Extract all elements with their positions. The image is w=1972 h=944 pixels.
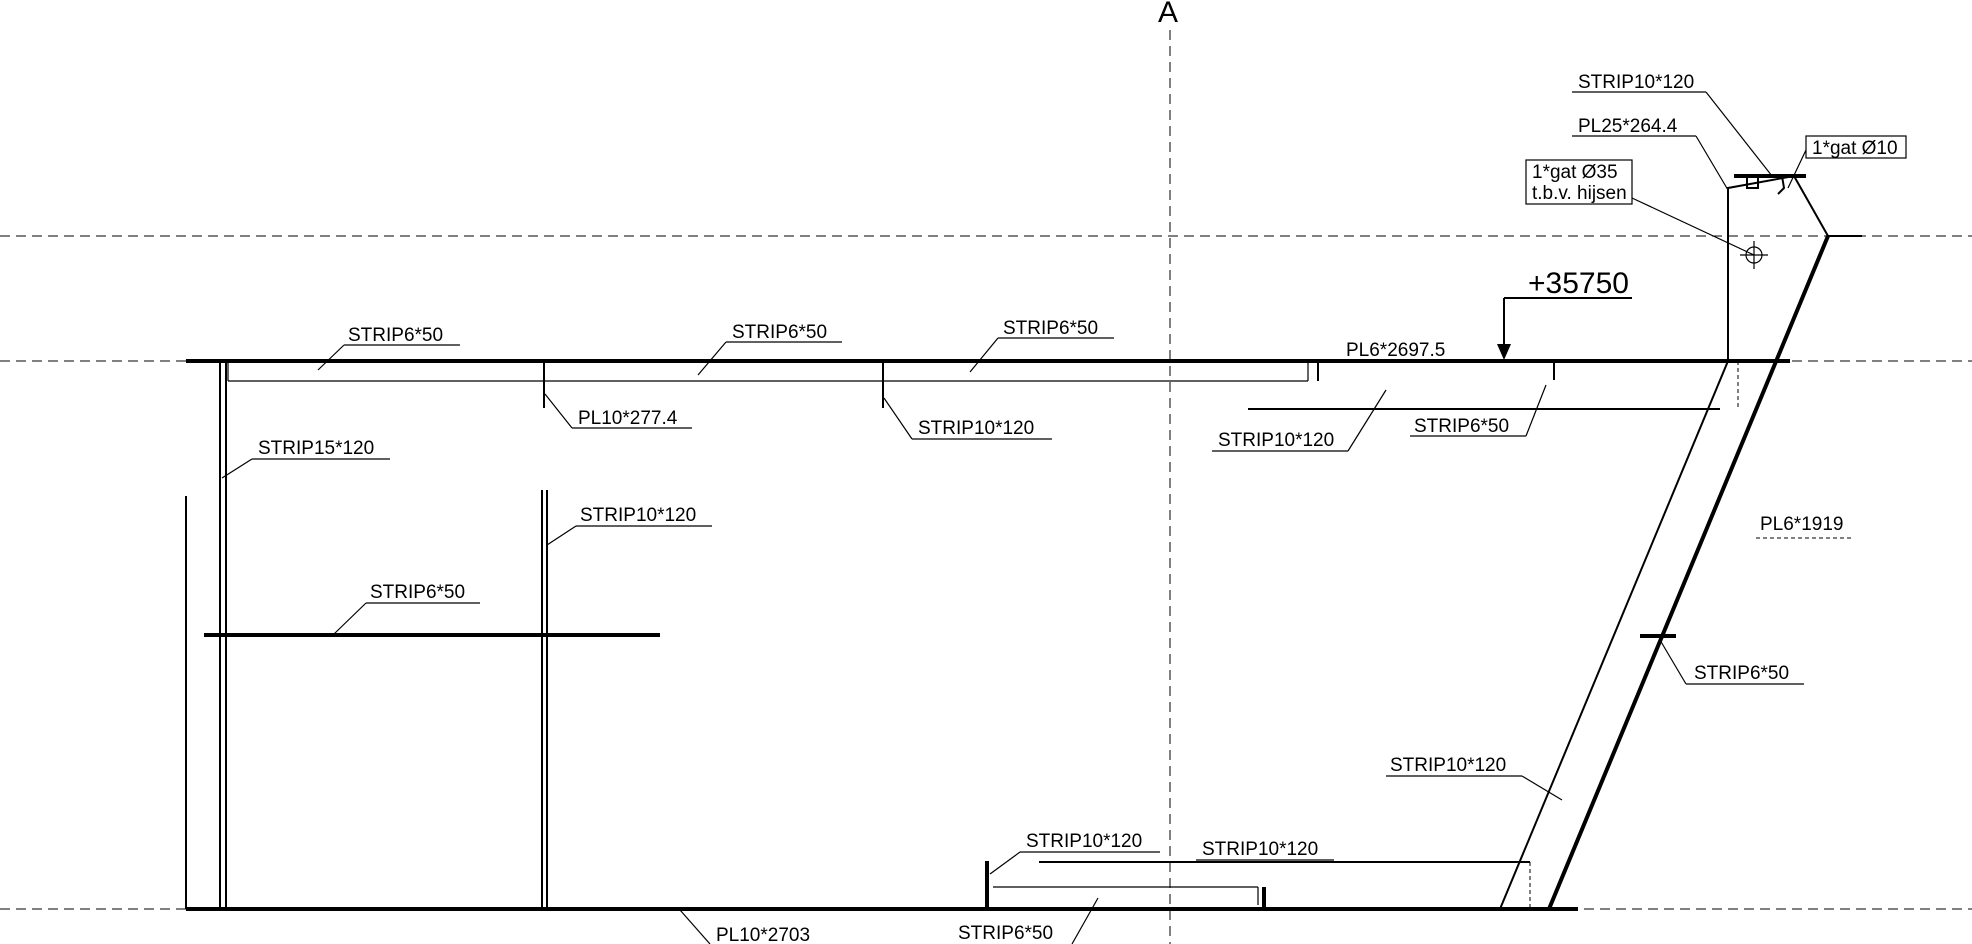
svg-text:STRIP6*50: STRIP6*50 bbox=[958, 923, 1053, 944]
svg-text:PL6*1919: PL6*1919 bbox=[1760, 514, 1843, 535]
structure bbox=[185, 174, 1862, 911]
section-marker: A bbox=[1158, 0, 1178, 29]
label-strip6-50-c: STRIP6*50 bbox=[969, 318, 1114, 373]
sloped-plate bbox=[1547, 235, 1830, 910]
label-strip6-50-f: STRIP6*50 bbox=[1659, 639, 1804, 685]
svg-text:PL25*264.4: PL25*264.4 bbox=[1578, 116, 1678, 137]
label-pl25-264: PL25*264.4 bbox=[1572, 116, 1729, 191]
label-gat35: 1*gat Ø35 t.b.v. hijsen bbox=[1525, 159, 1755, 256]
label-strip10-120-top: STRIP10*120 bbox=[1572, 72, 1773, 177]
label-pl6-2697: PL6*2697.5 bbox=[1340, 340, 1456, 361]
lug-1 bbox=[1746, 175, 1759, 189]
labels: STRIP10*120 PL25*264.4 1*gat Ø10 1*gat Ø… bbox=[221, 72, 1907, 944]
label-strip10-120-e: STRIP10*120 bbox=[989, 831, 1160, 875]
label-strip6-50-a: STRIP6*50 bbox=[317, 325, 460, 371]
svg-text:STRIP6*50: STRIP6*50 bbox=[348, 325, 443, 346]
label-gat10: 1*gat Ø10 bbox=[1787, 135, 1907, 189]
svg-text:PL6*2697.5: PL6*2697.5 bbox=[1346, 340, 1445, 361]
level-marker: +35750 bbox=[1497, 267, 1632, 360]
label-pl10-277: PL10*277.4 bbox=[544, 393, 692, 429]
svg-text:STRIP6*50: STRIP6*50 bbox=[1414, 416, 1509, 437]
svg-text:STRIP6*50: STRIP6*50 bbox=[370, 582, 465, 603]
label-strip10-120-b: STRIP10*120 bbox=[1212, 389, 1387, 452]
label-strip6-50-d: STRIP6*50 bbox=[1410, 384, 1547, 437]
svg-text:STRIP6*50: STRIP6*50 bbox=[732, 322, 827, 343]
svg-text:STRIP10*120: STRIP10*120 bbox=[1218, 430, 1334, 451]
svg-text:1*gat Ø10: 1*gat Ø10 bbox=[1812, 138, 1898, 159]
label-strip6-50-e: STRIP6*50 bbox=[333, 582, 480, 635]
label-strip10-120-f: STRIP10*120 bbox=[1196, 839, 1334, 861]
svg-text:PL10*2703: PL10*2703 bbox=[716, 925, 810, 944]
label-strip10-120-c: STRIP10*120 bbox=[546, 505, 712, 546]
svg-text:STRIP10*120: STRIP10*120 bbox=[1202, 839, 1318, 860]
svg-text:STRIP6*50: STRIP6*50 bbox=[1003, 318, 1098, 339]
label-strip6-50-b: STRIP6*50 bbox=[697, 322, 842, 376]
label-strip6-50-g: STRIP6*50 bbox=[958, 897, 1099, 944]
label-pl10-2703: PL10*2703 bbox=[679, 909, 810, 944]
top-bracket-plate bbox=[1727, 174, 1862, 361]
label-strip15-120: STRIP15*120 bbox=[221, 438, 390, 479]
svg-text:PL10*277.4: PL10*277.4 bbox=[578, 408, 678, 429]
label-strip10-120-d: STRIP10*120 bbox=[1386, 755, 1563, 801]
svg-text:STRIP10*120: STRIP10*120 bbox=[1026, 831, 1142, 852]
label-strip10-120-a: STRIP10*120 bbox=[883, 397, 1052, 440]
level-value: +35750 bbox=[1528, 267, 1629, 300]
svg-text:STRIP10*120: STRIP10*120 bbox=[1390, 755, 1506, 776]
svg-text:STRIP15*120: STRIP15*120 bbox=[258, 438, 374, 459]
lug-2 bbox=[1777, 175, 1786, 195]
label-pl6-1919: PL6*1919 bbox=[1756, 514, 1852, 539]
sloped-strip-inner bbox=[1499, 360, 1729, 910]
level-marker-arrow bbox=[1497, 344, 1511, 360]
svg-text:STRIP10*120: STRIP10*120 bbox=[918, 418, 1034, 439]
svg-text:1*gat Ø35: 1*gat Ø35 bbox=[1532, 162, 1618, 183]
svg-text:STRIP10*120: STRIP10*120 bbox=[1578, 72, 1694, 93]
svg-text:STRIP6*50: STRIP6*50 bbox=[1694, 663, 1789, 684]
svg-text:STRIP10*120: STRIP10*120 bbox=[580, 505, 696, 526]
svg-text:t.b.v. hijsen: t.b.v. hijsen bbox=[1532, 183, 1627, 204]
